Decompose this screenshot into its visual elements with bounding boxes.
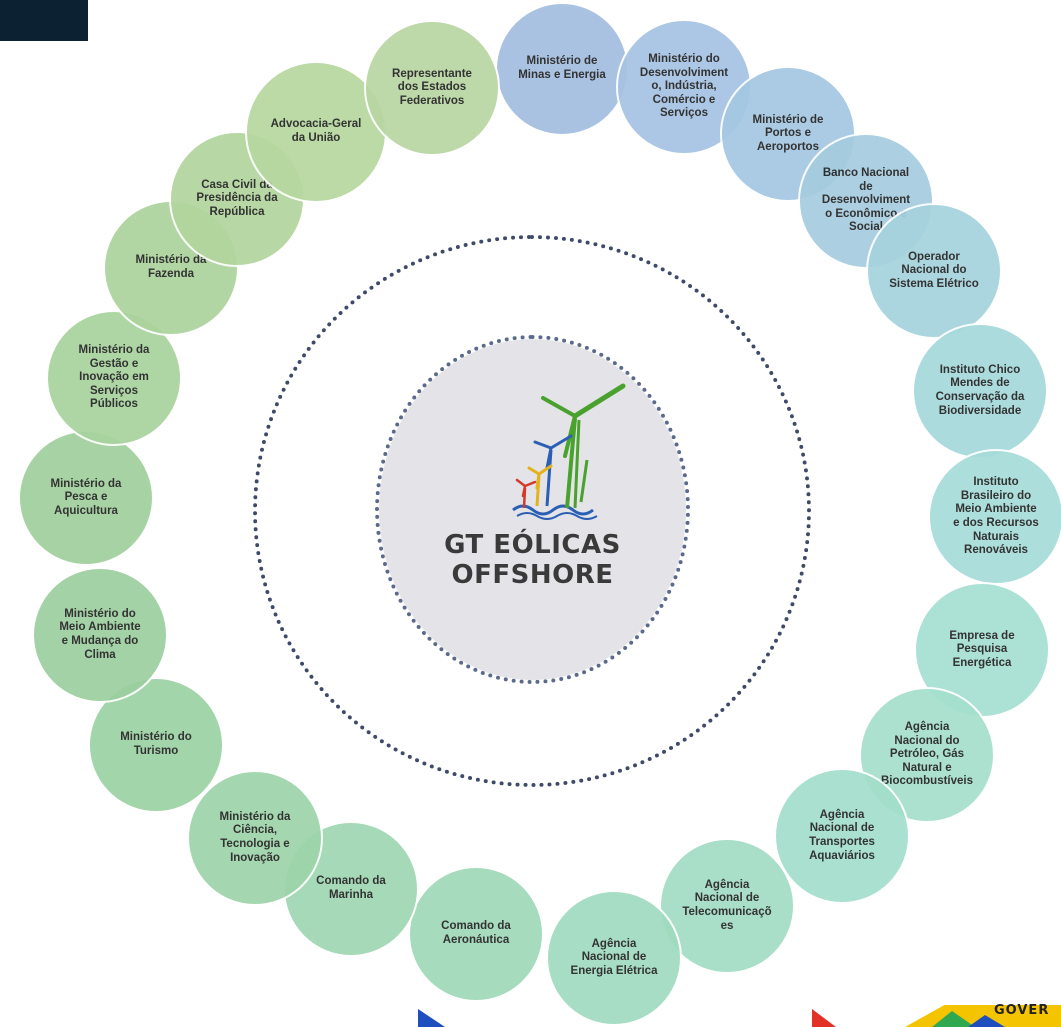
member-label: Ministério do Desenvolviment o, Indústri…: [639, 53, 729, 120]
member-circle: Comando da Aeronáutica: [408, 866, 544, 1002]
member-circle: Ministério da Fazenda: [103, 200, 239, 336]
corner-block: [0, 0, 88, 41]
member-circle: Agência Nacional de Transportes Aquaviár…: [774, 768, 910, 904]
center-title-line2: OFFSHORE: [451, 560, 614, 591]
member-label: Agência Nacional de Telecomunicaçõ es: [682, 878, 772, 932]
member-label: Ministério do Meio Ambiente e Mudança do…: [59, 607, 141, 661]
member-circle: Ministério da Pesca e Aquicultura: [18, 430, 154, 566]
member-label: Agência Nacional de Transportes Aquaviár…: [809, 808, 875, 862]
member-circle: Ministério da Ciência, Tecnologia e Inov…: [187, 770, 323, 906]
footer-logo-strip: [418, 1005, 1061, 1027]
member-circle: Operador Nacional do Sistema Elétrico: [866, 203, 1002, 339]
member-label: Advocacia-Geral da União: [270, 118, 362, 144]
member-label: Operador Nacional do Sistema Elétrico: [889, 250, 979, 290]
member-label: Casa Civil da Presidência da República: [196, 178, 278, 218]
member-circle: Advocacia-Geral da União: [245, 61, 387, 203]
inner-dotted-ring: [375, 335, 690, 684]
member-circle: Ministério de Minas e Energia: [495, 2, 629, 136]
member-circle: Ministério do Meio Ambiente e Mudança do…: [32, 567, 168, 703]
member-label: Empresa de Pesquisa Energética: [949, 629, 1015, 669]
member-label: Ministério de Portos e Aeroportos: [752, 113, 824, 153]
member-label: Instituto Chico Mendes de Conservação da…: [935, 363, 1025, 417]
member-circle: Instituto Chico Mendes de Conservação da…: [912, 323, 1048, 459]
member-label: Comando da Aeronáutica: [441, 920, 511, 946]
member-label: Representante dos Estados Federativos: [392, 67, 472, 107]
wind-turbine-logo-icon: [512, 383, 626, 520]
outer-dotted-ring: [253, 235, 811, 787]
member-label: Ministério da Gestão e Inovação em Servi…: [78, 344, 150, 411]
member-label: Ministério do Turismo: [120, 731, 192, 757]
member-label: Instituto Brasileiro do Meio Ambiente e …: [953, 476, 1039, 557]
member-circle: Instituto Brasileiro do Meio Ambiente e …: [928, 449, 1061, 585]
member-label: Agência Nacional do Petróleo, Gás Natura…: [880, 721, 974, 788]
member-label: Comando da Marinha: [316, 875, 386, 901]
member-label: Ministério de Minas e Energia: [518, 55, 606, 81]
member-label: Ministério da Ciência, Tecnologia e Inov…: [219, 810, 291, 864]
member-circle: Representante dos Estados Federativos: [364, 20, 500, 156]
center-title: GT EÓLICAS OFFSHORE: [440, 530, 625, 590]
footer-gov-text: GOVER: [994, 1003, 1050, 1018]
member-label: Ministério da Fazenda: [135, 254, 207, 280]
center-title-line1: GT EÓLICAS: [444, 530, 621, 560]
member-circle: Agência Nacional de Energia Elétrica: [546, 890, 682, 1026]
member-label: Ministério da Pesca e Aquicultura: [50, 477, 122, 517]
member-label: Agência Nacional de Energia Elétrica: [570, 937, 658, 977]
